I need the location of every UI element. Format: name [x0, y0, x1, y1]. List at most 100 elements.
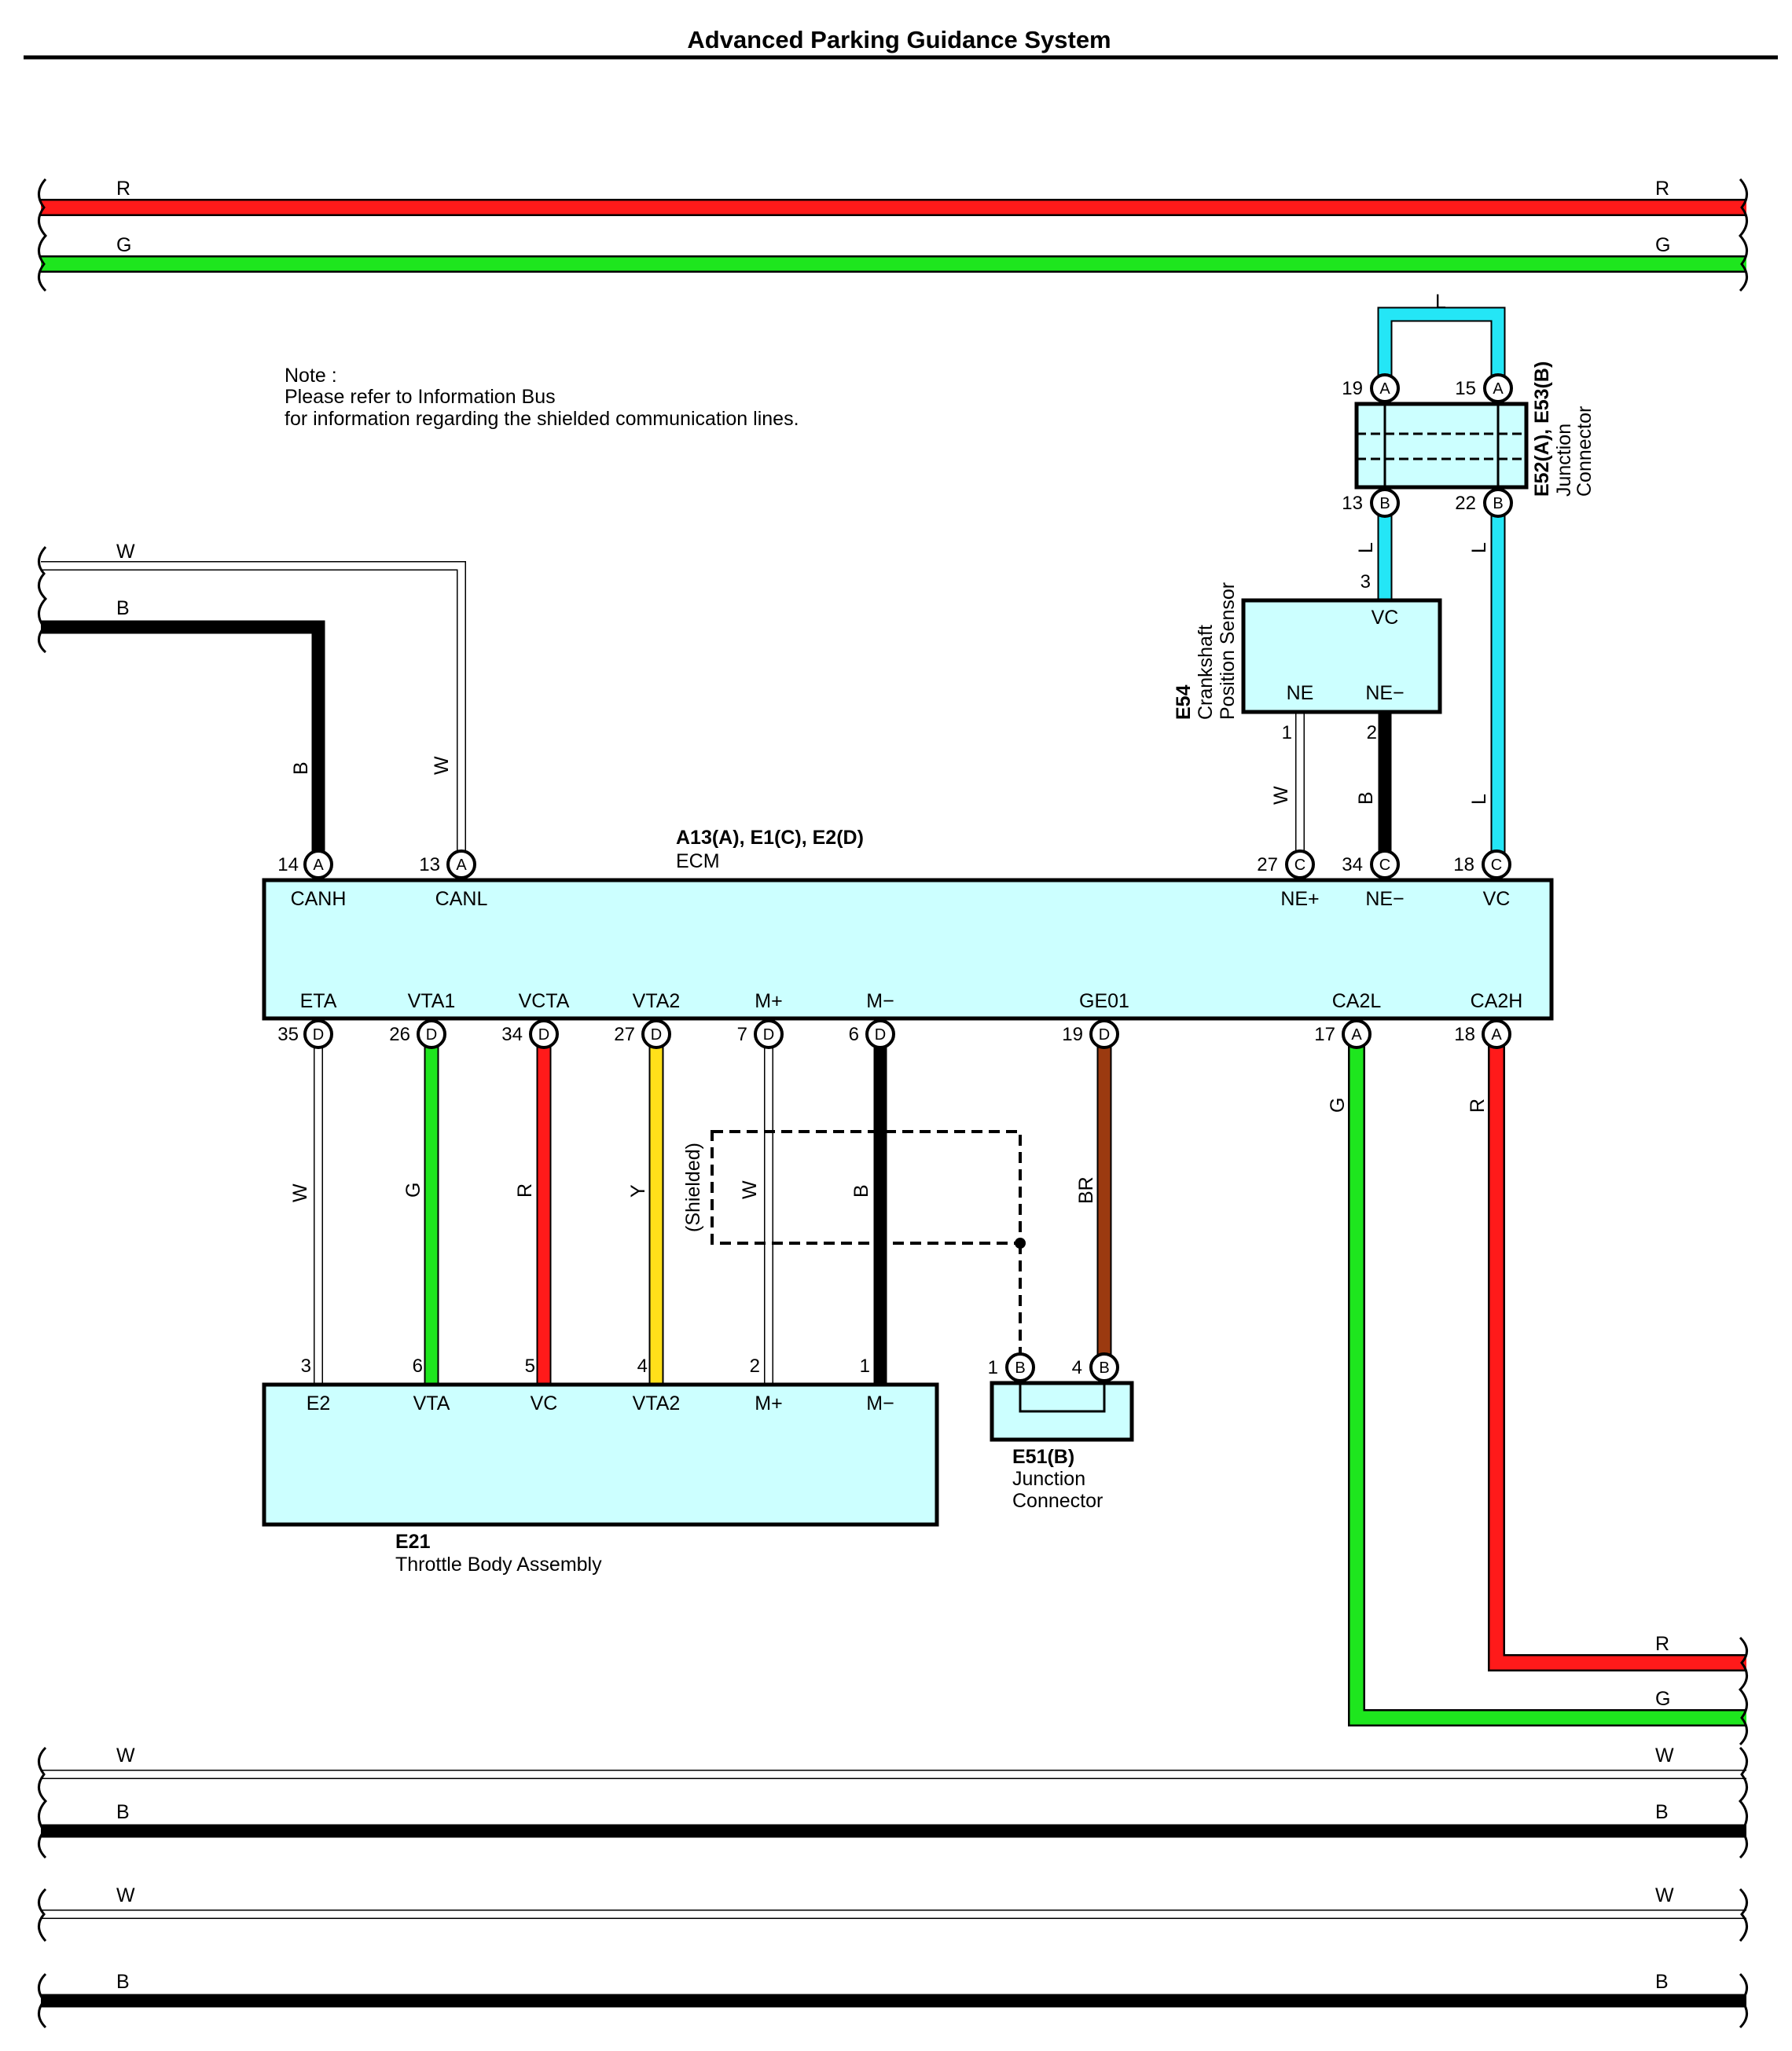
ecm-pin-34c-num: 34 — [1342, 854, 1363, 875]
e52-pin-15-letter: A — [1493, 380, 1504, 398]
e21-id: E21 — [395, 1531, 431, 1553]
wire-label-w-can: W — [116, 541, 135, 563]
bus-label-b-1-right: B — [1655, 1801, 1669, 1823]
ecm-pin-27c-letter: C — [1294, 857, 1305, 874]
ecm-pin-mplus-label: M+ — [755, 990, 782, 1012]
wire-label-r-vcta: R — [514, 1183, 536, 1198]
ca2-wires: G R R G — [1327, 1034, 1748, 1746]
wire-label-w-ne: W — [1270, 786, 1292, 805]
note-heading: Note : — [285, 365, 337, 387]
page-title: Advanced Parking Guidance System — [687, 26, 1111, 53]
ecm-pin-34d-num: 34 — [501, 1024, 523, 1045]
wire-label-r-ca2h: R — [1467, 1099, 1489, 1113]
wire-label-g-ca2l: G — [1327, 1098, 1349, 1113]
wire-canl-w-outline — [41, 561, 466, 853]
wire-label-l-13b: L — [1355, 542, 1377, 553]
ecm-pin-35d-letter: D — [313, 1026, 324, 1044]
ecm-pin-18c-letter: C — [1491, 857, 1502, 874]
bottom-bus: W W B B W W B B — [38, 1745, 1748, 2029]
wire-r-ca2h — [1489, 1034, 1746, 1670]
e54-name-2: Position Sensor — [1217, 582, 1239, 720]
ecm-pin-19d-num: 19 — [1062, 1024, 1083, 1045]
ecm-pin-13a-letter: A — [456, 857, 467, 874]
e54-name-1: Crankshaft — [1195, 625, 1217, 720]
wire-label-b-ne-minus: B — [1355, 791, 1377, 805]
e21-pin-2-num: 2 — [750, 1356, 760, 1377]
bus-label-b-2-right: B — [1655, 1971, 1669, 1993]
e54-box — [1241, 598, 1442, 714]
break-mark-ca2 — [1738, 1636, 1748, 1746]
ecm-pin-7d-letter: D — [763, 1026, 774, 1044]
ecm-pin-27d — [641, 1019, 671, 1049]
ecm-pin-vc-label: VC — [1483, 888, 1511, 910]
e52-pin-19 — [1370, 373, 1400, 403]
e21-pin-vta2-label: VTA2 — [633, 1392, 681, 1414]
ecm-pin-mminus-label: M− — [866, 990, 894, 1012]
ecm-bottom-pins: D 35 D 26 D 34 D 27 D 7 D 6 D 19 A 17 A … — [277, 1019, 1511, 1049]
wire-label-br-ge01: BR — [1075, 1176, 1097, 1204]
ecm-pin-34c-letter: C — [1379, 857, 1390, 874]
wire-label-r-right: R — [1655, 178, 1669, 200]
e54-pin-1-num: 1 — [1282, 722, 1292, 743]
ecm-pin-13a — [446, 849, 476, 879]
e51-name-2: Connector — [1012, 1490, 1103, 1512]
e54-pin-2-num: 2 — [1367, 722, 1377, 743]
e21-box — [262, 1382, 939, 1527]
wire-l-loop — [1379, 308, 1504, 380]
e51-pin-4-num: 4 — [1072, 1357, 1082, 1378]
e21-pin-1-num: 1 — [860, 1356, 870, 1377]
ecm-pin-27d-letter: D — [651, 1026, 662, 1044]
e54-pin-1-label: NE — [1287, 682, 1314, 704]
ecm-pin-6d-num: 6 — [849, 1024, 859, 1045]
wire-r-ca2h-outline — [1488, 1034, 1746, 1671]
ecm-pin-ca2l-label: CA2L — [1332, 990, 1382, 1012]
ecm-pin-26d — [417, 1019, 446, 1049]
note-block: Note : Please refer to Information Bus f… — [285, 365, 799, 430]
wire-label-w-canl: W — [431, 756, 453, 775]
e51-pin-1-letter: B — [1015, 1359, 1025, 1377]
break-mark-bus-1-left — [38, 1746, 48, 1859]
wire-canl-w — [41, 562, 465, 853]
e51-id: E51(B) — [1012, 1446, 1074, 1468]
ecm-pin-14a-letter: A — [313, 857, 324, 874]
e21-pin-e2-label: E2 — [307, 1392, 331, 1414]
e52-box — [1354, 402, 1529, 490]
ecm-pin-35d-num: 35 — [277, 1024, 299, 1045]
ecm-pin-17a — [1342, 1019, 1372, 1049]
e52-id: E52(A), E53(B) — [1531, 361, 1553, 497]
bus-label-w-1-right: W — [1655, 1745, 1674, 1767]
e21-pin-3-num: 3 — [301, 1356, 311, 1377]
e52-pin-13-num: 13 — [1342, 493, 1363, 514]
can-wires: W B B W — [38, 541, 466, 853]
note-line-2: for information regarding the shielded c… — [285, 408, 799, 430]
wire-label-r-left: R — [116, 178, 130, 200]
wire-label-b-mminus: B — [850, 1184, 872, 1198]
e21-pin-vc-label: VC — [531, 1392, 558, 1414]
junction-connector-e52-e53: L E52(A), E53(B) Junction Connector — [1354, 291, 1596, 497]
e52-pin-15-num: 15 — [1455, 378, 1476, 399]
ecm-pin-vta2-label: VTA2 — [633, 990, 681, 1012]
bus-label-w-2-left: W — [116, 1884, 135, 1906]
e54-id: E54 — [1173, 684, 1195, 720]
bus-label-b-2-left: B — [116, 1971, 130, 1993]
ecm-pin-6d — [865, 1019, 895, 1049]
wire-g-ca2l — [1350, 1034, 1746, 1725]
wire-label-b-can: B — [116, 597, 130, 619]
e52-pin-19-num: 19 — [1342, 378, 1363, 399]
e21-pin-5-num: 5 — [525, 1356, 535, 1377]
e21-pin-vta-label: VTA — [413, 1392, 450, 1414]
e52-pins: A 19 A 15 B 13 B 22 — [1342, 373, 1513, 518]
ecm-pin-ca2h-label: CA2H — [1471, 990, 1523, 1012]
ecm-pin-18a-letter: A — [1491, 1026, 1502, 1044]
ecm-pin-ne-minus-label: NE− — [1365, 888, 1404, 910]
ecm-pin-26d-letter: D — [426, 1026, 437, 1044]
ecm-pin-17a-letter: A — [1351, 1026, 1362, 1044]
e52-pin-13 — [1370, 488, 1400, 518]
wire-label-l-loop: L — [1435, 291, 1446, 313]
e51-pin-1 — [1005, 1352, 1035, 1382]
wire-label-l-vc: L — [1468, 794, 1490, 805]
ecm-pin-7d-num: 7 — [737, 1024, 747, 1045]
e52-pin-19-letter: A — [1379, 380, 1390, 398]
break-mark-can — [38, 546, 48, 654]
